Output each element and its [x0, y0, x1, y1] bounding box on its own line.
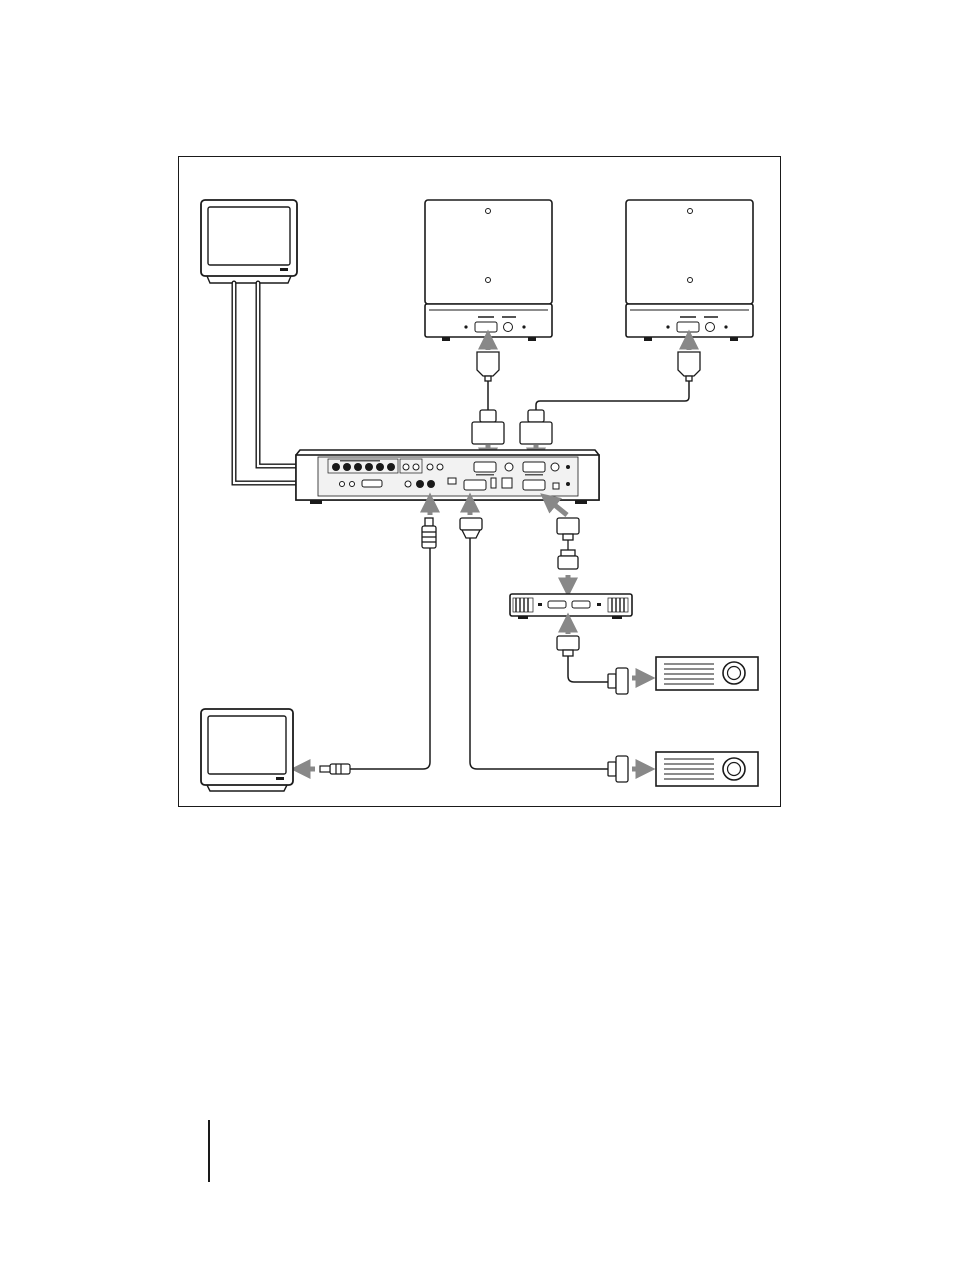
- projector-upper: [656, 657, 758, 690]
- switcher-connection: [558, 540, 578, 569]
- camera-right-plug: [678, 352, 700, 381]
- camera-left-plug: [477, 352, 499, 381]
- projector-lower: [656, 752, 758, 786]
- projector-upper-plug: [608, 668, 628, 694]
- projector-upper-cable: [568, 656, 608, 682]
- camera-cables: [488, 381, 689, 410]
- monitor-top: [201, 200, 297, 283]
- codec-unit: [296, 450, 599, 504]
- switcher-output-plug: [557, 636, 579, 656]
- projector-lower-plug: [608, 756, 628, 782]
- camera-right: [626, 200, 753, 341]
- codec-camera-plugs: [472, 410, 552, 444]
- switcher-box: [510, 594, 632, 619]
- projector-lower-cable: [470, 538, 608, 769]
- monitor-bottom: [201, 709, 293, 791]
- codec-bottom-plugs: [422, 518, 579, 548]
- s-video-plug: [320, 764, 350, 774]
- monitor-bottom-cable: [350, 548, 430, 769]
- page-gutter-rule: [208, 1120, 210, 1182]
- camera-left: [425, 200, 552, 341]
